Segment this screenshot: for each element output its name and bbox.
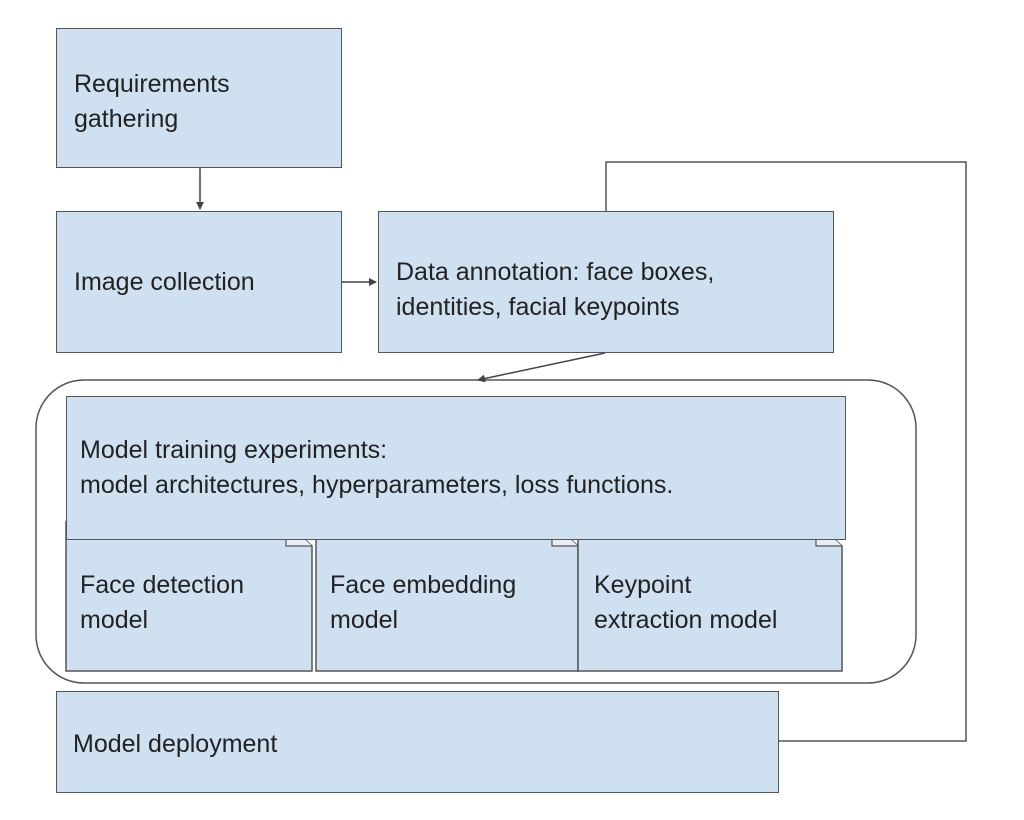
face-detection-line-2: model <box>80 606 149 634</box>
keypoint-line-1: Keypoint <box>594 571 692 599</box>
image-collection-box: Image collection <box>56 211 342 353</box>
annotation-line-1: Data annotation: face boxes, <box>396 258 715 286</box>
face-embedding-line-1: Face embedding <box>330 571 517 599</box>
experiments-line-2: model architectures, hyperparameters, lo… <box>80 471 674 499</box>
requirements-line-1: Requirements <box>74 70 230 98</box>
face-detection-line-1: Face detection <box>80 571 244 599</box>
requirements-line-2: gathering <box>74 105 179 133</box>
face-detection-model-label: Face detection model <box>80 568 244 638</box>
keypoint-extraction-model-label: Keypoint extraction model <box>594 568 777 638</box>
model-deployment-box: Model deployment <box>56 691 779 793</box>
feedback-loop-line <box>605 161 967 742</box>
data-annotation-box: Data annotation: face boxes, identities,… <box>378 211 834 353</box>
arrow-annotation-to-training <box>477 352 606 383</box>
face-embedding-model-label: Face embedding model <box>330 568 516 638</box>
training-experiments-box: Model training experiments: model archit… <box>66 396 846 540</box>
face-embedding-line-2: model <box>330 606 399 634</box>
requirements-gathering-box: Requirements gathering <box>56 28 342 168</box>
deployment-label: Model deployment <box>73 730 278 758</box>
training-group-outline <box>35 379 917 684</box>
annotation-line-2: identities, facial keypoints <box>396 293 680 321</box>
keypoint-line-2: extraction model <box>594 606 778 634</box>
image-collection-label: Image collection <box>74 268 255 296</box>
experiments-line-1: Model training experiments: <box>80 436 388 464</box>
